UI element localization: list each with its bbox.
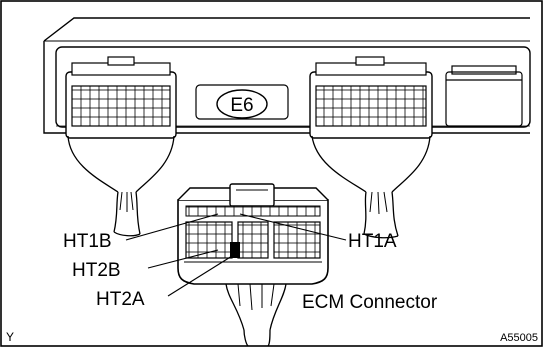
ecm-connector-plug xyxy=(177,183,329,285)
corner-mark: Y xyxy=(6,330,14,344)
diagram-caption: ECM Connector xyxy=(302,292,438,313)
right-wire-harness xyxy=(363,191,399,239)
label-ht2b: HT2B xyxy=(72,260,121,281)
leader-lines xyxy=(125,213,347,297)
ecm-connector-harness xyxy=(225,283,287,347)
label-ht2a: HT2A xyxy=(96,289,145,310)
leader-ht2a xyxy=(167,255,233,297)
right-connector-plug xyxy=(309,56,433,193)
connector-code-badge: E6 xyxy=(195,84,289,120)
leader-ht1b xyxy=(125,213,219,241)
leader-ht2b xyxy=(147,249,219,269)
left-connector-plug xyxy=(65,56,177,193)
connector-code: E6 xyxy=(230,95,253,116)
label-ht1a: HT1A xyxy=(348,231,397,252)
label-ht1b: HT1B xyxy=(63,231,112,252)
figure-id: A55005 xyxy=(500,332,538,344)
left-wire-harness xyxy=(113,191,141,237)
ecm-spare-socket xyxy=(445,65,523,127)
leader-ht1a xyxy=(239,213,347,241)
